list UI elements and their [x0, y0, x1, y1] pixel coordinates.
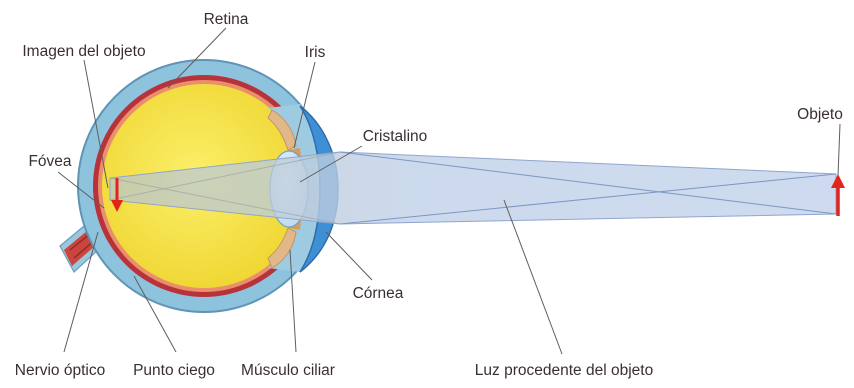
label-nervio-optico: Nervio óptico	[15, 362, 105, 379]
label-iris: Iris	[305, 44, 326, 61]
image-arrow	[111, 178, 123, 212]
beam-ray	[109, 151, 341, 201]
label-fovea: Fóvea	[28, 153, 71, 170]
label-punto-ciego: Punto ciego	[133, 362, 215, 379]
label-cristalino: Cristalino	[363, 128, 428, 145]
beam-ray	[109, 177, 341, 225]
label-retina: Retina	[204, 11, 249, 28]
beam-ray	[339, 151, 837, 215]
beam-ray	[339, 173, 837, 225]
label-objeto: Objeto	[797, 106, 843, 123]
leader-lines	[57, 27, 841, 355]
label-imagen-del-objeto: Imagen del objeto	[22, 43, 145, 60]
label-musculo-ciliar: Músculo ciliar	[241, 362, 335, 379]
object-arrow	[831, 174, 845, 216]
label-luz-procedente: Luz procedente del objeto	[475, 362, 653, 379]
label-cornea: Córnea	[353, 285, 404, 302]
